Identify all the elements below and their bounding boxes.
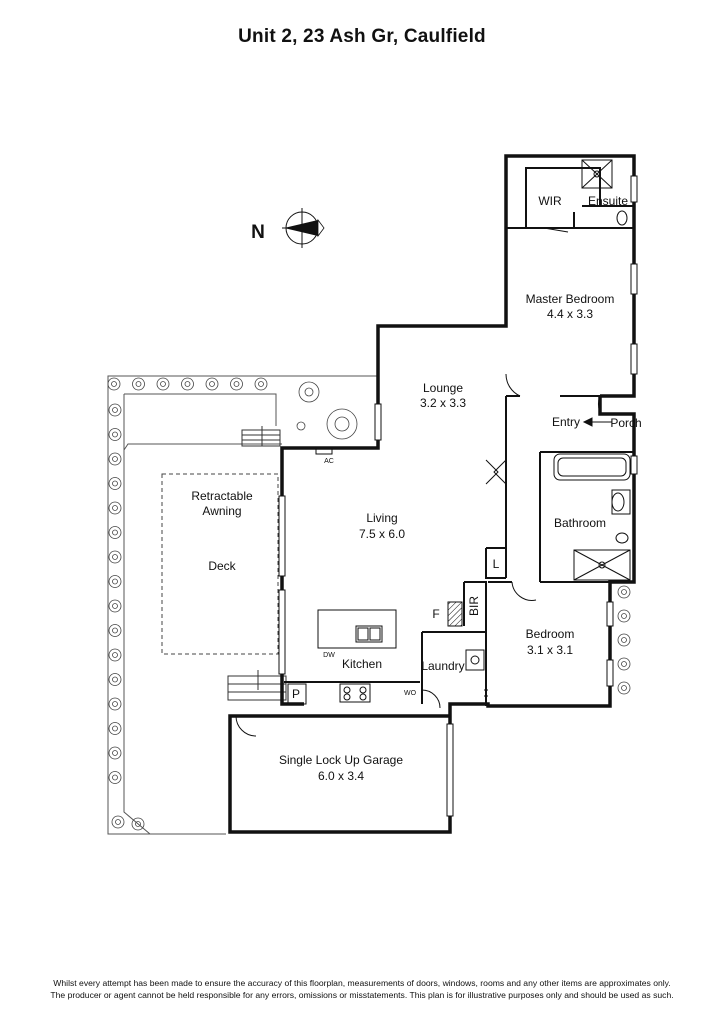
shrub-icon — [132, 377, 145, 391]
shrub-icon — [617, 633, 631, 647]
room-kitchen-label: Kitchen — [342, 657, 382, 671]
compass-north-label: N — [251, 222, 265, 243]
shrub-icon — [108, 403, 122, 417]
disclaimer-line-2: The producer or agent cannot be held res… — [50, 990, 674, 1000]
shrub-icon — [108, 526, 122, 539]
shrub-icon — [108, 501, 122, 515]
linen-label: L — [493, 557, 500, 571]
disclaimer-line-1: Whilst every attempt has been made to en… — [53, 978, 671, 988]
shrub-icon — [617, 609, 631, 623]
pantry-label: P — [292, 687, 300, 701]
shrub-icon — [108, 771, 122, 784]
shrub-icon — [108, 697, 122, 711]
room-garage-label: Single Lock Up Garage — [279, 753, 403, 767]
shrub-icon — [617, 585, 631, 599]
shrub-icon — [230, 377, 243, 391]
room-ensuite-label: Ensuite — [588, 194, 628, 208]
shrub-icon — [108, 599, 122, 613]
windows — [278, 175, 638, 817]
room-deck-label: Deck — [208, 559, 236, 573]
room-bathroom-label: Bathroom — [554, 516, 606, 530]
shrub-icon — [108, 648, 122, 662]
shrub-icon — [111, 815, 125, 829]
shrub-icon — [108, 575, 122, 588]
garden-shrubs — [107, 377, 631, 831]
fridge-label: F — [432, 607, 439, 621]
ac-label: AC — [324, 458, 334, 465]
shrub-icon — [108, 477, 122, 490]
room-lounge-size: 3.2 x 3.3 — [420, 396, 466, 410]
shrub-icon — [205, 377, 219, 391]
shrub-icon — [108, 673, 122, 686]
shrub-icon — [617, 657, 631, 671]
exterior-walls — [228, 154, 636, 834]
room-living-size: 7.5 x 6.0 — [359, 527, 405, 541]
shrub-icon — [617, 681, 631, 695]
room-bedroom-label: Bedroom — [526, 627, 575, 641]
room-wir-label: WIR — [538, 194, 562, 208]
door-swings — [235, 227, 601, 737]
shrub-icon — [254, 377, 268, 391]
deck-steps — [227, 426, 287, 701]
room-master-bedroom-label: Master Bedroom — [526, 292, 615, 306]
room-bedroom-size: 3.1 x 3.1 — [527, 643, 573, 657]
room-master-bedroom-size: 4.4 x 3.3 — [547, 307, 593, 321]
bir-label: BIR — [467, 596, 481, 616]
shrub-icon — [156, 377, 170, 391]
room-garage-size: 6.0 x 3.4 — [318, 769, 364, 783]
room-porch-label: Porch — [610, 416, 641, 430]
room-entry-label: Entry — [552, 415, 580, 429]
shrub-icon — [108, 624, 122, 637]
kitchen-fixtures — [287, 601, 488, 705]
ac-unit — [315, 447, 333, 455]
room-living-label: Living — [366, 511, 397, 525]
awning-label-line2: Awning — [202, 504, 241, 518]
awning-label-line1: Retractable — [191, 489, 253, 503]
shrub-icon — [108, 722, 122, 735]
interior-walls — [284, 167, 634, 706]
deck-outline — [161, 473, 279, 655]
shrub-icon — [107, 377, 121, 391]
shrub-icon — [108, 550, 122, 564]
room-laundry-label: Laundry — [421, 659, 464, 673]
compass-icon — [282, 208, 325, 248]
yard-boundary — [107, 375, 378, 835]
shrub-icon — [181, 377, 194, 391]
garden-trees — [296, 381, 358, 440]
plan-title: Unit 2, 23 Ash Gr, Caulfield — [238, 26, 486, 47]
shrub-icon — [131, 817, 145, 831]
room-lounge-label: Lounge — [423, 381, 463, 395]
shrub-icon — [108, 428, 122, 441]
wo-label: WO — [404, 690, 417, 697]
dw-label: DW — [323, 652, 335, 659]
shrub-icon — [108, 452, 122, 466]
entry-arrow — [582, 417, 612, 427]
shrub-icon — [108, 746, 122, 760]
bathroom-fixtures — [553, 159, 631, 581]
